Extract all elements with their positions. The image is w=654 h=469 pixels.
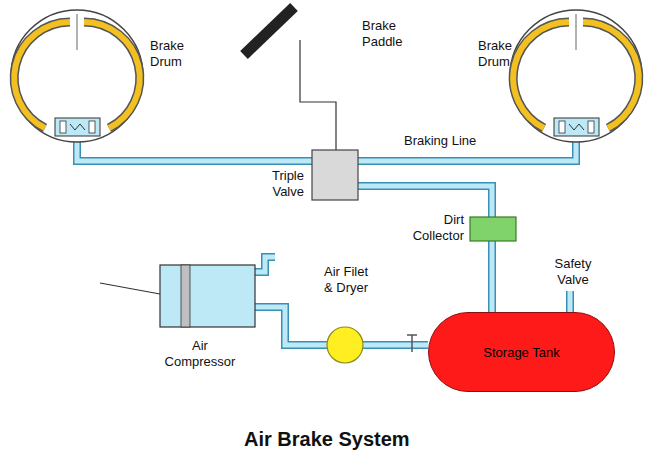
storage-tank: Storage Tank <box>428 312 615 392</box>
part-label: Brake Drum <box>150 38 200 70</box>
diagram-title: Air Brake System <box>244 428 410 451</box>
part-label: Triple Valve <box>250 168 304 200</box>
part-label: Brake Paddle <box>362 18 422 50</box>
part-label: Air Compressor <box>160 338 240 370</box>
tank-label: Storage Tank <box>483 345 559 360</box>
brake-drum-left <box>11 10 143 142</box>
triple-valve <box>312 150 358 200</box>
brake-pedal <box>244 7 294 55</box>
part-label: Dirt Collector <box>404 212 464 244</box>
air-compressor <box>100 265 255 327</box>
brake-drum-right <box>510 10 642 142</box>
check-valve <box>407 335 417 352</box>
air-filter-dryer <box>327 327 363 363</box>
part-label: Brake Drum <box>478 38 528 70</box>
part-label: Air Filet & Dryer <box>318 264 374 296</box>
part-label: Safety Valve <box>548 256 598 288</box>
part-label: Braking Line <box>404 133 504 149</box>
pedal-linkage <box>300 40 336 150</box>
dirt-collector <box>470 217 516 241</box>
